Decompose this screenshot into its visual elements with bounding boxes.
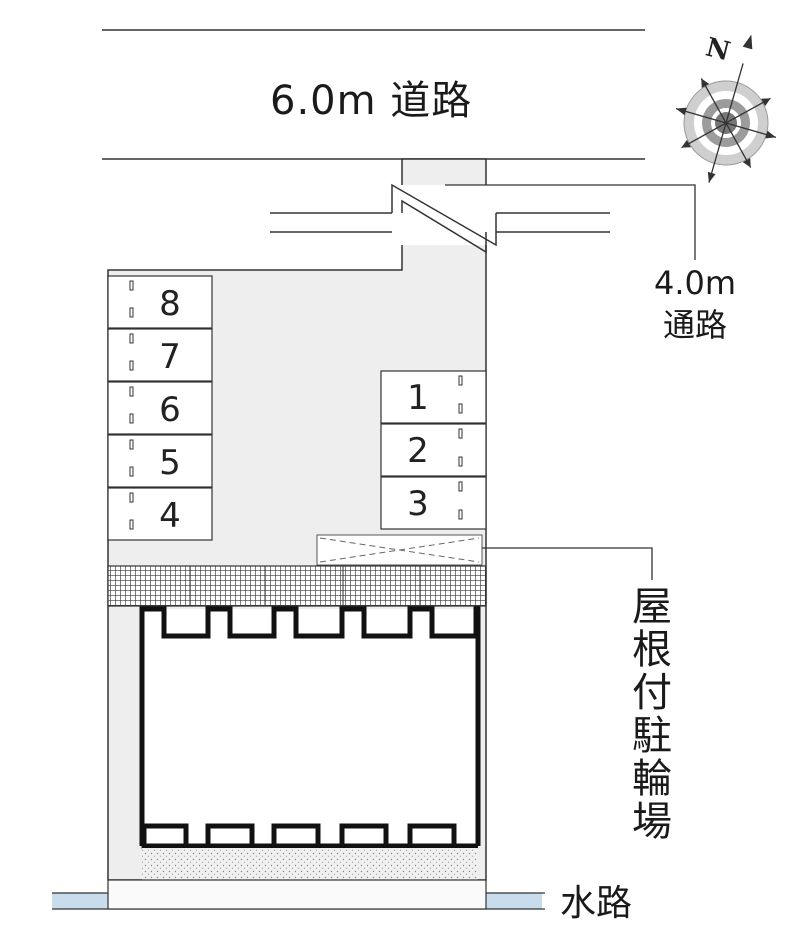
- parking-space: [380, 423, 487, 477]
- parking-number: 8: [159, 284, 181, 324]
- bicycle-parking-area: [316, 534, 483, 566]
- building: [139, 606, 481, 849]
- parking-number: 3: [407, 484, 429, 524]
- break-mark: [391, 183, 497, 247]
- bicycle-parking-label: 屋根付駐輪場: [632, 584, 672, 845]
- parking-number: 1: [407, 378, 429, 418]
- lane-leader-line: [445, 184, 696, 260]
- parking-number: 5: [159, 443, 181, 483]
- lane-label: 4.0m 通路: [645, 262, 745, 346]
- parking-right: [380, 370, 487, 530]
- hatched-strip: [107, 565, 487, 607]
- lane-width-label: 4.0m: [653, 264, 737, 302]
- parking-space: [380, 476, 487, 530]
- waterway-label: 水路: [560, 883, 633, 924]
- parking-number: 6: [159, 390, 181, 430]
- lane-text-label: 通路: [662, 306, 727, 344]
- main-road-label: 6.0m 道路: [270, 78, 473, 124]
- parking-space: [107, 275, 213, 329]
- parking-space: [107, 328, 213, 382]
- parking-space: [107, 487, 213, 541]
- bike-leader-line: [482, 547, 653, 580]
- parking-left: [107, 275, 213, 541]
- parking-number: 7: [159, 337, 181, 377]
- compass-icon: [675, 34, 777, 183]
- parking-space: [380, 370, 487, 424]
- dotted-strip: [142, 848, 478, 880]
- parking-space: [107, 434, 213, 488]
- parking-number: 4: [159, 496, 181, 536]
- parking-space: [107, 381, 213, 435]
- parking-number: 2: [407, 431, 429, 471]
